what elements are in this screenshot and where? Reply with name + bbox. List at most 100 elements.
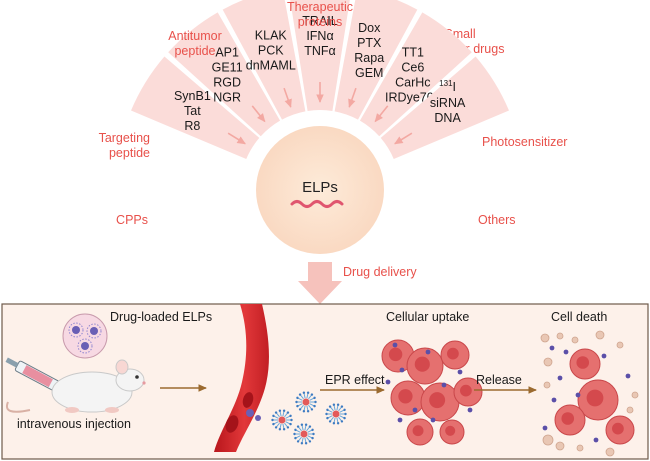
drug-particle [549, 345, 555, 351]
drug-particle [551, 397, 557, 403]
drug-particle [563, 349, 569, 355]
cell-nucleus [447, 347, 459, 360]
segment-item: CarHc [395, 75, 430, 89]
release-label: Release [476, 373, 522, 387]
segment-item: KLAK [255, 28, 288, 42]
magnified-elp-circle [62, 313, 108, 359]
segment-category: Targeting [99, 131, 150, 145]
cell-debris [543, 381, 551, 389]
segment-item: Dox [358, 21, 381, 35]
fan-arrows [227, 82, 413, 145]
cell-nucleus [576, 356, 590, 369]
drug-loaded-label: Drug-loaded ELPs [110, 310, 212, 324]
cellular-uptake-label: Cellular uptake [386, 310, 469, 324]
micelle-icon [293, 423, 315, 445]
segment-item: GE11 [212, 60, 243, 74]
segment-arrow [283, 87, 292, 108]
cell-death-label: Cell death [551, 310, 607, 324]
segment-category: CPPs [116, 213, 148, 227]
blood-vessel-icon [214, 304, 269, 452]
fan-segment [380, 56, 509, 159]
mouse-icon [6, 359, 146, 413]
isotope-mass: 131 [439, 79, 453, 88]
segment-arrow [374, 105, 389, 123]
tumor-cells-uptake [381, 339, 483, 446]
drug-particle [425, 349, 431, 355]
cell-debris [626, 406, 634, 414]
cell-debris [556, 332, 564, 340]
drug-particle [467, 407, 473, 413]
elps-circle [256, 126, 384, 254]
segment-item: TT1 [402, 45, 424, 59]
segment-item: Ce6 [401, 60, 424, 74]
segment-item: PTX [357, 36, 382, 50]
segment-item: AP1 [215, 45, 239, 59]
drug-particle [441, 382, 447, 388]
segment-category: peptide [174, 44, 215, 58]
cell-nucleus [586, 389, 604, 407]
drug-particle [397, 417, 403, 423]
segment-arrow [251, 105, 266, 123]
elp-chain-icon [290, 200, 344, 208]
segment-item: dnMAML [246, 58, 296, 72]
drug-particle [385, 379, 391, 385]
segment-item: siRNA [430, 96, 466, 110]
segment-category: Antitumor [168, 29, 222, 43]
tumor-cells-death [540, 330, 639, 457]
cell-nucleus [398, 389, 413, 404]
cell-debris [576, 444, 584, 452]
micelle-icon [325, 403, 347, 425]
cell-nucleus [429, 392, 446, 409]
segment-category: Others [478, 213, 516, 227]
segment-item: PCK [258, 43, 284, 57]
drug-delivery-label: Drug delivery [343, 265, 417, 279]
segment-item: SynB1 [174, 89, 211, 103]
segment-item: DNA [434, 111, 461, 125]
epr-label: EPR effect [325, 373, 385, 387]
drug-delivery-arrow: Drug delivery [298, 262, 417, 304]
cell-debris [540, 333, 550, 343]
injection-label: intravenous injection [17, 417, 131, 431]
elps-label: ELPs [302, 179, 338, 196]
segment-item: Rapa [354, 51, 384, 65]
component-fan: SynB1TatR8CPPsAP1GE11RGDNGRTargetingpept… [99, 0, 567, 227]
fan-segment [168, 12, 281, 137]
drug-particle [412, 407, 418, 413]
micelle-icon [68, 322, 102, 354]
cell-nucleus [414, 356, 430, 372]
segment-item: GEM [355, 66, 383, 80]
isotope-symbol: I [453, 80, 456, 94]
cell-debris [542, 434, 554, 446]
elps-center: ELPs [256, 126, 384, 254]
segment-item: 131I [439, 79, 456, 94]
syringe-icon [5, 357, 75, 396]
segment-category: peptide [109, 146, 150, 160]
micelle-icon [295, 391, 317, 413]
segment-item: IFNα [306, 29, 333, 43]
segment-item: R8 [184, 119, 200, 133]
segment-item: TNFα [304, 44, 336, 58]
segment-category: Therapeutic [287, 0, 353, 14]
cell-nucleus [561, 412, 575, 425]
segment-arrow [348, 87, 357, 108]
drug-particle [625, 373, 631, 379]
cell-debris [543, 357, 553, 367]
cell-nucleus [445, 425, 456, 436]
segment-category: Photosensitizer [482, 135, 567, 149]
segment-arrow [227, 132, 246, 145]
cell-nucleus [388, 347, 403, 362]
drug-particle [593, 437, 599, 443]
drug-particle [575, 392, 581, 398]
cell-nucleus [460, 384, 472, 397]
cell-debris [616, 341, 624, 349]
segment-item: RGD [213, 75, 241, 89]
drug-particle [399, 367, 405, 373]
drug-particle [601, 353, 607, 359]
segment-category: proteins [298, 15, 342, 29]
drug-particle [430, 417, 436, 423]
fan-segment [131, 56, 260, 159]
cell-debris [555, 441, 565, 451]
micelles [271, 391, 347, 445]
segment-item: TRAIL [302, 14, 337, 28]
